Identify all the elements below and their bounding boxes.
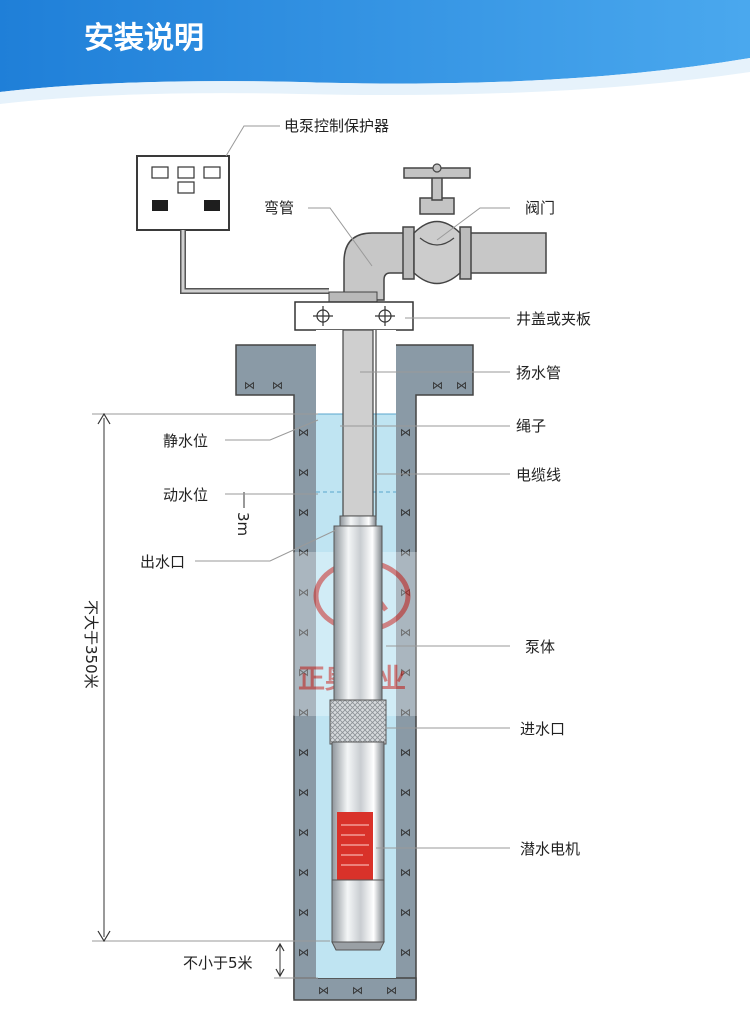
svg-text:⋈: ⋈ bbox=[272, 379, 283, 392]
svg-text:⋈: ⋈ bbox=[298, 946, 309, 959]
svg-text:⋈: ⋈ bbox=[400, 426, 411, 439]
page-title: 安装说明 bbox=[84, 21, 204, 56]
pump-body-label: 泵体 bbox=[525, 638, 555, 656]
riser-pipe-label: 扬水管 bbox=[516, 364, 561, 382]
svg-text:⋈: ⋈ bbox=[400, 506, 411, 519]
svg-text:⋈: ⋈ bbox=[298, 586, 309, 599]
outlet-pipe bbox=[328, 163, 547, 303]
svg-text:⋈: ⋈ bbox=[298, 706, 309, 719]
svg-text:⋈: ⋈ bbox=[298, 666, 309, 679]
svg-text:⋈: ⋈ bbox=[298, 466, 309, 479]
elbow-label: 弯管 bbox=[264, 199, 294, 217]
riser-pipe bbox=[342, 329, 374, 517]
rope-label: 绳子 bbox=[516, 417, 546, 435]
cable-label: 电缆线 bbox=[516, 466, 561, 484]
svg-text:⋈: ⋈ bbox=[400, 906, 411, 919]
svg-text:⋈: ⋈ bbox=[400, 946, 411, 959]
svg-text:⋈: ⋈ bbox=[244, 379, 255, 392]
svg-text:⋈: ⋈ bbox=[298, 866, 309, 879]
header-banner: 安装说明 bbox=[0, 0, 750, 104]
well-cover bbox=[294, 301, 414, 331]
svg-text:⋈: ⋈ bbox=[400, 466, 411, 479]
controller-box bbox=[136, 155, 230, 231]
svg-text:⋈: ⋈ bbox=[298, 826, 309, 839]
hatch-pattern-icon: ⋈ ⋈ ⋈ ⋈ ⋈ ⋈ ⋈ ⋈ ⋈ ⋈ ⋈ ⋈ ⋈ ⋈ ⋈ ⋈ ⋈ ⋈ ⋈ ⋈ ⋈ ⋈ ⋈ ⋈ ⋈ ⋈ ⋈… bbox=[244, 379, 467, 997]
svg-text:⋈: ⋈ bbox=[400, 706, 411, 719]
pump-unit bbox=[329, 515, 387, 951]
svg-text:⋈: ⋈ bbox=[400, 866, 411, 879]
svg-text:⋈: ⋈ bbox=[352, 984, 363, 997]
svg-text:⋈: ⋈ bbox=[298, 786, 309, 799]
svg-text:⋈: ⋈ bbox=[400, 666, 411, 679]
svg-text:⋈: ⋈ bbox=[400, 826, 411, 839]
svg-text:⋈: ⋈ bbox=[456, 379, 467, 392]
three-m-mark: 3m bbox=[234, 492, 252, 536]
svg-text:⋈: ⋈ bbox=[298, 506, 309, 519]
motor-label-plate bbox=[337, 812, 373, 880]
max-depth-label: 不大于350米 bbox=[82, 600, 100, 689]
double-arrow-icon bbox=[275, 942, 285, 978]
min-bottom-label: 不小于5米 bbox=[183, 954, 253, 972]
depth-dimension: 不大于350米 bbox=[82, 412, 330, 943]
valve-label: 阀门 bbox=[525, 199, 555, 217]
inlet-label: 进水口 bbox=[520, 720, 565, 738]
svg-text:⋈: ⋈ bbox=[298, 546, 309, 559]
well-cover-label: 井盖或夹板 bbox=[516, 310, 591, 328]
svg-text:⋈: ⋈ bbox=[298, 426, 309, 439]
dynamic-level-label: 动水位 bbox=[163, 486, 208, 504]
svg-text:⋈: ⋈ bbox=[432, 379, 443, 392]
crosshair-icon bbox=[375, 306, 395, 326]
crosshair-icon bbox=[313, 306, 333, 326]
motor-label: 潜水电机 bbox=[520, 840, 580, 858]
svg-text:⋈: ⋈ bbox=[298, 626, 309, 639]
svg-text:⋈: ⋈ bbox=[318, 984, 329, 997]
svg-text:⋈: ⋈ bbox=[400, 786, 411, 799]
static-level-label: 静水位 bbox=[163, 432, 208, 450]
bottom-dimension: 不小于5米 bbox=[183, 942, 318, 979]
three-m-label: 3m bbox=[234, 512, 252, 536]
controller-cable bbox=[180, 230, 329, 294]
leader-lines bbox=[195, 125, 510, 849]
outlet-label: 出水口 bbox=[140, 553, 185, 571]
svg-text:⋈: ⋈ bbox=[400, 546, 411, 559]
controller-label: 电泵控制保护器 bbox=[284, 117, 389, 135]
svg-text:⋈: ⋈ bbox=[400, 626, 411, 639]
svg-text:⋈: ⋈ bbox=[400, 746, 411, 759]
svg-text:⋈: ⋈ bbox=[298, 746, 309, 759]
svg-text:⋈: ⋈ bbox=[386, 984, 397, 997]
svg-text:⋈: ⋈ bbox=[298, 906, 309, 919]
